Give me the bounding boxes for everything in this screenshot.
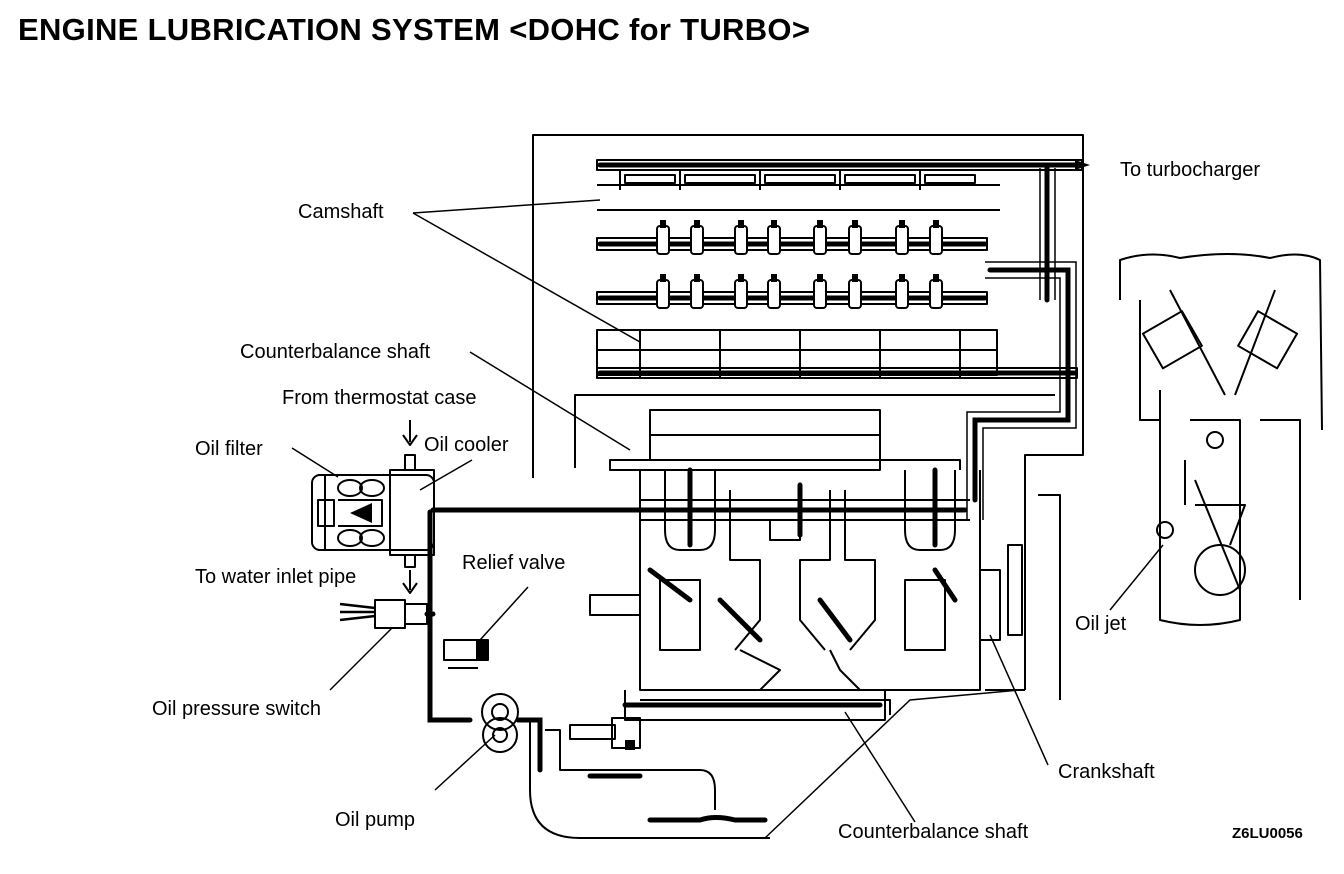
lash-adjuster-cap — [694, 220, 700, 228]
lash-adjuster-cap — [660, 274, 666, 282]
lash-adjuster — [767, 225, 781, 255]
lash-adjuster-cap — [771, 220, 777, 228]
lash-adjuster — [690, 225, 704, 255]
cylinder-block — [430, 409, 1023, 691]
lash-adjuster — [813, 225, 827, 255]
camshaft-lower — [596, 329, 1078, 379]
lash-adjuster-cap — [933, 274, 939, 282]
label-camshaft: Camshaft — [298, 201, 384, 223]
camshaft-upper — [596, 159, 1090, 211]
lash-adjuster-cap — [817, 274, 823, 282]
lash-adjuster — [895, 279, 909, 309]
lash-adjuster-cap — [933, 220, 939, 228]
lash-adjuster-cap — [738, 220, 744, 228]
label-counterbalance-shaft-lower: Counterbalance shaft — [838, 821, 1029, 843]
lash-adjuster — [929, 279, 943, 309]
label-to-turbocharger: To turbocharger — [1120, 159, 1260, 181]
lash-adjuster — [734, 279, 748, 309]
lash-adjuster-cap — [771, 274, 777, 282]
lash-adjuster-cap — [899, 220, 905, 228]
lash-adjuster — [690, 279, 704, 309]
head-oil-gallery — [966, 165, 1077, 520]
lash-adjuster — [767, 279, 781, 309]
lash-adjuster — [813, 279, 827, 309]
lash-adjuster — [656, 279, 670, 309]
lash-adjuster — [734, 225, 748, 255]
engine-outline — [532, 134, 1084, 700]
label-counterbalance-shaft-upper: Counterbalance shaft — [240, 341, 431, 363]
leader-lines — [291, 199, 1164, 839]
lash-adjuster-cap — [660, 220, 666, 228]
lifter-rail-upper — [596, 237, 988, 251]
coolant-arrows — [402, 420, 418, 594]
label-relief-valve: Relief valve — [462, 552, 565, 574]
oil-pressure-switch-part — [339, 599, 436, 629]
lash-adjuster-cap — [852, 274, 858, 282]
piston-inset — [1119, 253, 1323, 626]
lash-adjuster-cap — [852, 220, 858, 228]
lash-adjuster-cap — [817, 220, 823, 228]
lash-adjuster — [848, 225, 862, 255]
figure-code: Z6LU0056 — [1232, 825, 1303, 842]
lash-adjuster — [895, 225, 909, 255]
lash-adjuster-cap — [899, 274, 905, 282]
label-oil-jet: Oil jet — [1075, 613, 1127, 635]
label-oil-pressure-switch: Oil pressure switch — [152, 698, 321, 720]
lifter-rail-lower — [596, 291, 988, 305]
lash-adjuster-cap — [694, 274, 700, 282]
lash-adjusters — [656, 220, 943, 309]
oil-filter-assembly — [311, 454, 435, 568]
lash-adjuster-cap — [738, 274, 744, 282]
lash-adjuster — [929, 225, 943, 255]
label-from-thermostat-case: From thermostat case — [282, 387, 477, 409]
label-oil-cooler: Oil cooler — [424, 434, 509, 456]
diagram-title: ENGINE LUBRICATION SYSTEM <DOHC for TURB… — [18, 12, 811, 47]
counterbalance-shaft-lower-part — [569, 690, 891, 750]
lash-adjuster — [848, 279, 862, 309]
label-crankshaft: Crankshaft — [1058, 761, 1155, 783]
label-oil-filter: Oil filter — [195, 438, 263, 460]
label-oil-pump: Oil pump — [335, 809, 415, 831]
relief-valve-part — [443, 639, 489, 669]
lash-adjuster — [656, 225, 670, 255]
oil-pan — [427, 509, 770, 839]
label-to-water-inlet-pipe: To water inlet pipe — [195, 566, 356, 588]
oil-pump-part — [481, 693, 519, 753]
